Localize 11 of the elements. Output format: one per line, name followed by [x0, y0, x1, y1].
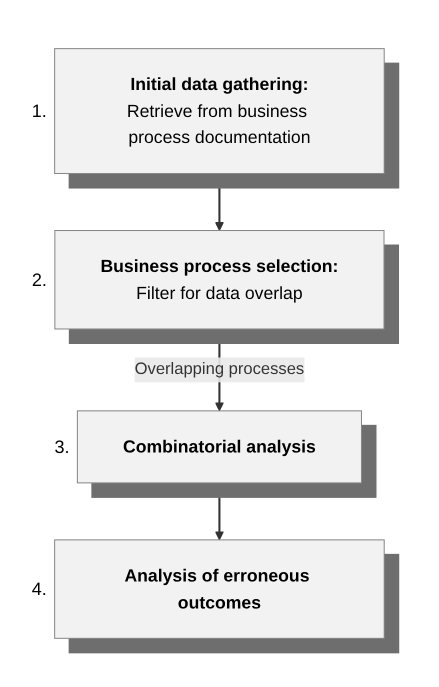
- arrow: [214, 174, 224, 231]
- arrow: [214, 482, 224, 540]
- node-box: Business process selection: Filter for data overlap: [54, 230, 385, 330]
- step-number: 4.: [32, 579, 47, 600]
- node-box: Analysis of erroneous outcomes: [54, 539, 385, 639]
- node-box: Initial data gathering: Retrieve from business process documentation: [54, 48, 385, 174]
- step-number: 2.: [32, 270, 47, 290]
- edge-label: Overlapping processes: [134, 360, 304, 378]
- step-number: 3.: [54, 436, 70, 457]
- node-box: Combinatorial analysis: [76, 410, 362, 484]
- step-number: 1.: [32, 101, 47, 122]
